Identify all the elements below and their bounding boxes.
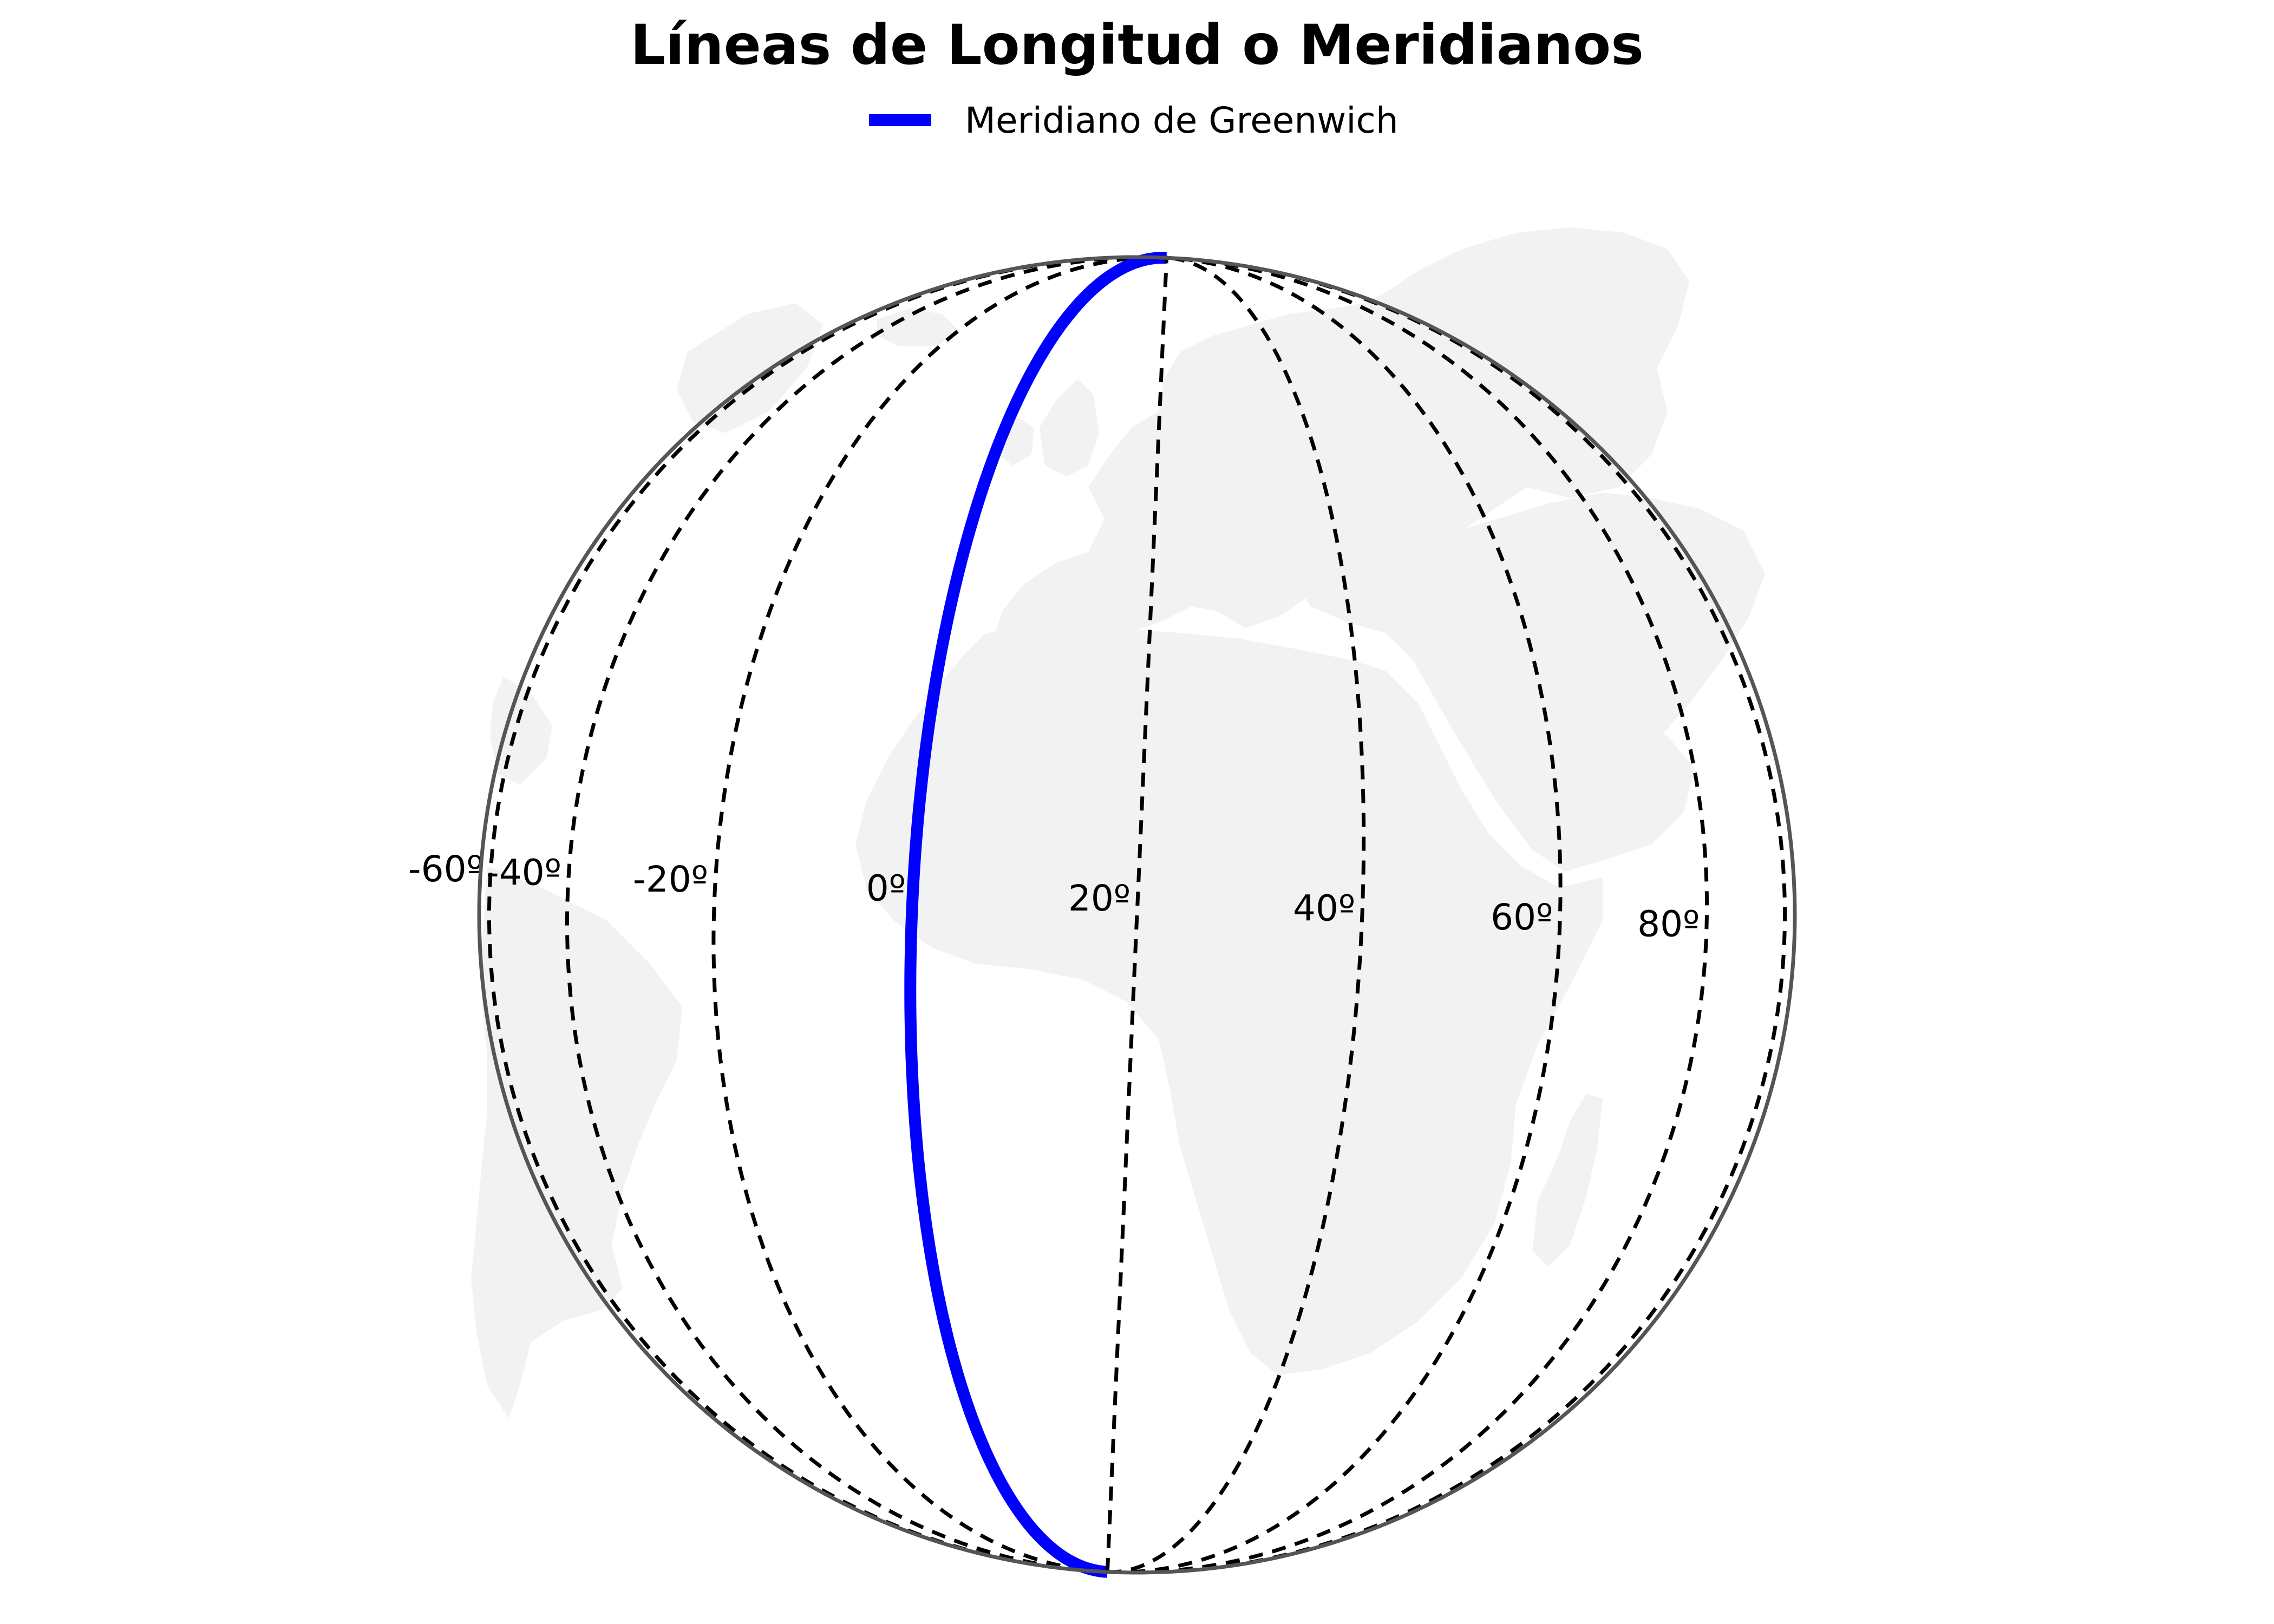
- middle-east-landmass: [1289, 493, 1765, 844]
- meridian-label: -20º: [633, 859, 708, 900]
- meridian-line: [487, 255, 1167, 1574]
- meridian-label: 80º: [1637, 903, 1700, 945]
- meridian-line: [1107, 256, 1563, 1574]
- meridian-line: [565, 255, 1167, 1574]
- meridian-lines: [487, 252, 1787, 1578]
- meridian-line: [1107, 256, 1366, 1574]
- map-title: Líneas de Longitud o Meridianos: [630, 13, 1644, 77]
- british-isles-landmass: [1040, 379, 1099, 476]
- meridian-line: [1107, 256, 1709, 1575]
- meridian-label: -60º: [408, 848, 483, 890]
- africa-landmass: [855, 623, 1603, 1375]
- north-america-landmass: [490, 677, 552, 785]
- meridian-label: 40º: [1293, 888, 1355, 929]
- meridian-label: 60º: [1491, 896, 1553, 938]
- meridian-label: -40º: [486, 852, 561, 894]
- legend-label-greenwich: Meridiano de Greenwich: [965, 100, 1399, 141]
- legend: Meridiano de Greenwich: [869, 100, 1399, 141]
- madagascar-landmass: [1532, 1093, 1603, 1267]
- greenland-landmass: [677, 303, 823, 433]
- greenwich-meridian-line: [904, 252, 1167, 1578]
- meridian-line: [1105, 257, 1169, 1573]
- europe-landmass: [991, 227, 1689, 652]
- iceland-landmass: [877, 309, 958, 346]
- meridian-label: 20º: [1068, 878, 1131, 919]
- meridian-label: 0º: [866, 867, 906, 909]
- continents: [471, 227, 1765, 1418]
- south-america-landmass: [471, 866, 682, 1418]
- globe-outline: [477, 255, 1797, 1575]
- meridian-line: [1107, 256, 1787, 1575]
- arabia-landmass: [1440, 666, 1695, 872]
- meridian-labels: -60º-40º -20º 0º 20º 40º 60º 80º: [408, 848, 1700, 945]
- meridian-line: [711, 256, 1167, 1574]
